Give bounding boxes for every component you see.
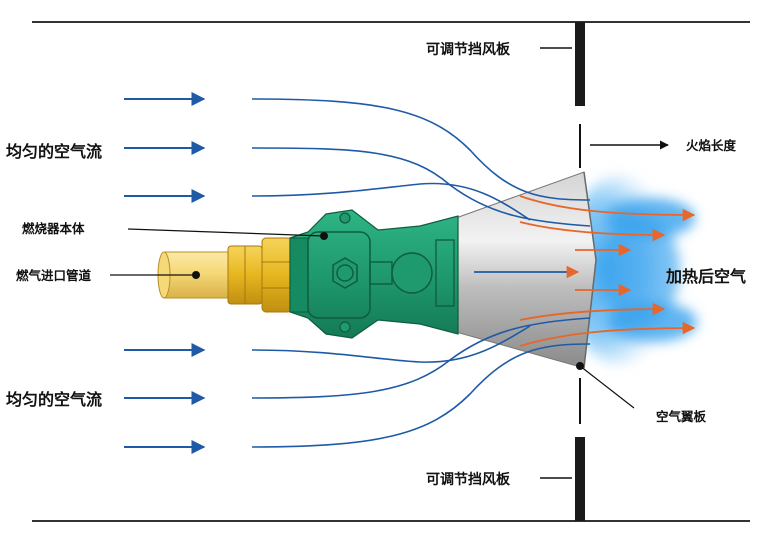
gas-inlet-dot (192, 271, 200, 279)
pipe-fitting (227, 237, 293, 313)
damper-plate-top (575, 22, 585, 106)
airflow-stream (251, 98, 591, 201)
hot-air-arrow (519, 302, 666, 321)
damper-bottom-label: 可调节挡风板 (426, 471, 511, 488)
air-wing-leader (579, 365, 635, 409)
damper-plate-bottom (575, 437, 585, 521)
airflow-streams (251, 98, 591, 448)
flame-length-label: 火焰长度 (686, 138, 737, 153)
airflow-bottom-label: 均匀的空气流 (6, 390, 102, 409)
air-wing-label: 空气翼板 (656, 409, 707, 424)
airflow-top-label: 均匀的空气流 (6, 142, 102, 161)
burner-body-label: 燃烧器本体 (22, 221, 85, 236)
heated-air-label: 加热后空气 (665, 267, 746, 286)
airflow-stream (251, 325, 531, 363)
damper-top-label: 可调节挡风板 (426, 41, 511, 58)
hot-air-arrow (519, 221, 666, 242)
flame (562, 175, 697, 365)
burner-body (289, 209, 459, 339)
hot-air-arrows (519, 195, 696, 347)
burner-body-dot (320, 232, 328, 240)
airflow-stream (251, 182, 531, 221)
airflow-stream (251, 317, 591, 399)
gas-inlet-label: 燃气进口管道 (16, 268, 92, 283)
airflow-stream (251, 343, 591, 448)
burner-body-leader (127, 228, 325, 237)
airflow-arrows (124, 92, 206, 454)
hot-air-arrow (519, 321, 696, 347)
hot-air-arrow (519, 195, 696, 222)
air-wing-dot (576, 362, 584, 370)
